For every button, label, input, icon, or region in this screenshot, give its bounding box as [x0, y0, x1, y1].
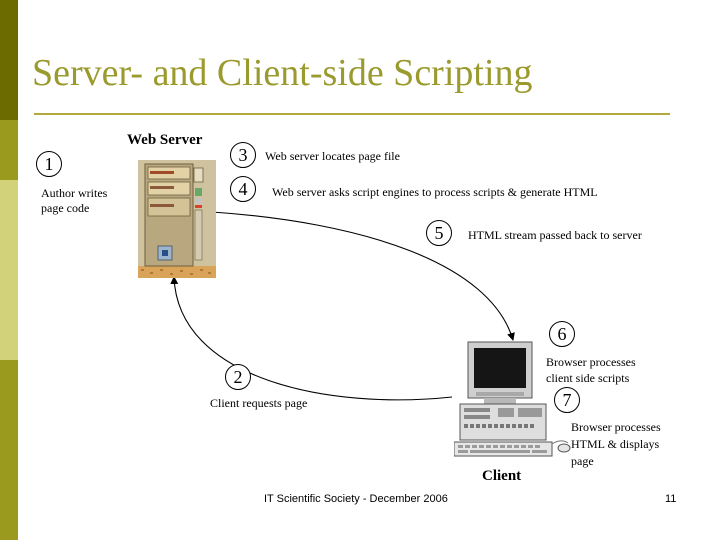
step-6-text-line-2: client side scripts — [546, 371, 630, 385]
step-7-text-line-1: Browser processes — [571, 420, 661, 434]
sidebar-decoration — [0, 0, 18, 540]
client-label: Client — [482, 468, 522, 484]
step-6-text-line-1: Browser processes — [546, 355, 636, 369]
step-3-text: Web server locates page file — [265, 149, 400, 163]
step-1-text-line-1: Author writes — [41, 186, 108, 200]
step-1-number: 1 — [36, 151, 62, 177]
step-4-text: Web server asks script engines to proces… — [272, 185, 598, 199]
client-computer-icon — [454, 341, 571, 457]
sidebar-band-dark — [0, 0, 18, 120]
step-7-text-line-2: HTML & displays — [571, 437, 660, 451]
slide-title: Server- and Client-side Scripting — [32, 52, 533, 94]
step-2-text: Client requests page — [210, 396, 308, 410]
step-1-text-line-2: page code — [41, 201, 90, 215]
page-number: 11 — [665, 493, 677, 505]
step-4-number: 4 — [230, 176, 256, 202]
footer-text: IT Scientific Society - December 2006 — [264, 493, 448, 505]
step-6-number: 6 — [549, 321, 575, 347]
step-7-number: 7 — [554, 387, 580, 413]
sidebar-band-bottom — [0, 360, 18, 540]
step-2-number: 2 — [225, 364, 251, 390]
step-5-text: HTML stream passed back to server — [468, 228, 642, 242]
title-divider — [34, 113, 670, 115]
step-7-text-line-3: page — [571, 454, 594, 468]
arrow-server-to-client — [211, 211, 515, 341]
web-server-label: Web Server — [127, 132, 203, 148]
step-3-number: 3 — [230, 142, 256, 168]
sidebar-band-light — [0, 180, 18, 360]
step-5-number: 5 — [426, 220, 452, 246]
server-tower-icon — [138, 160, 216, 278]
sidebar-band-mid — [0, 120, 18, 180]
arrow-client-to-server — [170, 276, 453, 401]
